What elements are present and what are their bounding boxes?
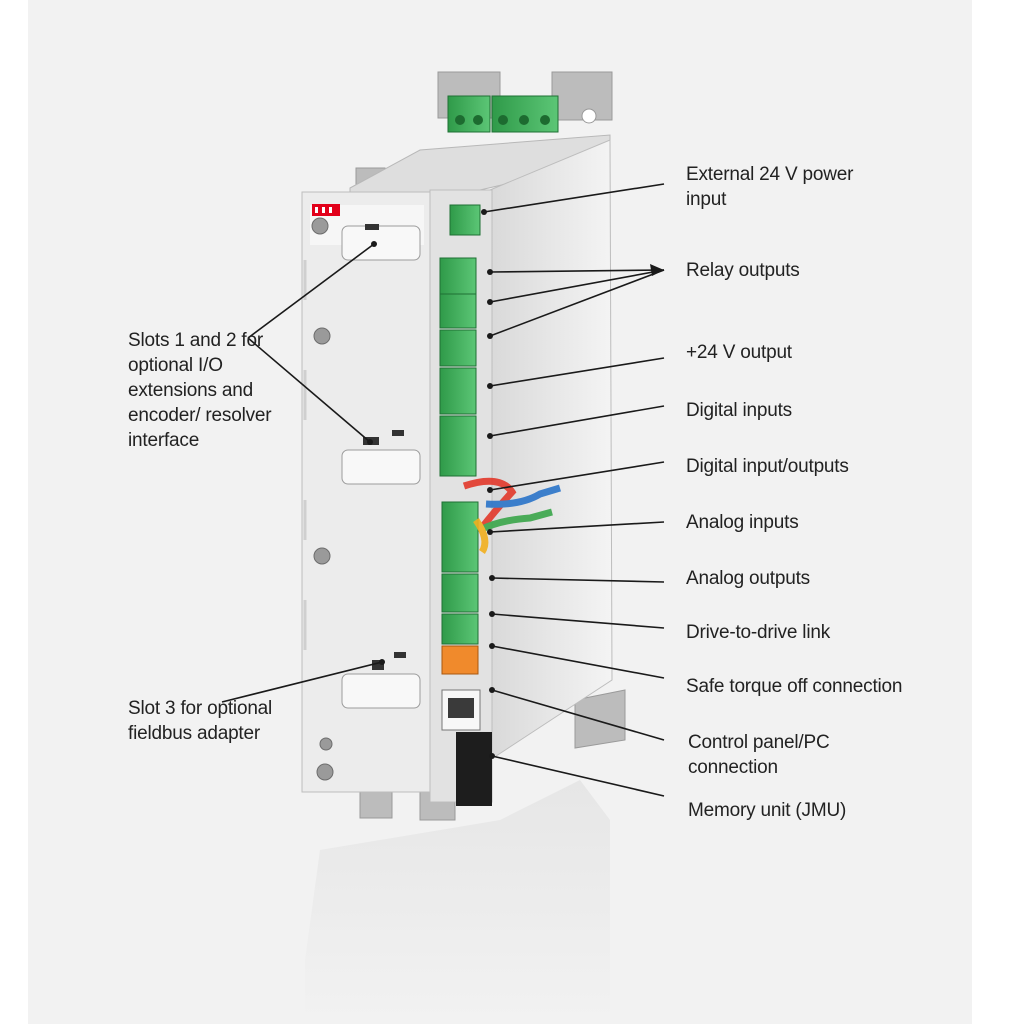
- abb-logo: [312, 204, 340, 216]
- callout-analog-inputs: Analog inputs: [686, 512, 799, 533]
- callout-sto: Safe torque off connection: [686, 676, 903, 697]
- rj45-socket: [448, 698, 474, 718]
- callout-slot-3: Slot 3 for optional fieldbus adapter: [128, 698, 273, 744]
- ext-24v-terminal: [449, 204, 481, 236]
- callout-ext-24v: External 24 V power input: [686, 164, 854, 210]
- memory-unit: [456, 732, 492, 806]
- bracket-hole: [581, 108, 597, 124]
- top-power-terminals: [447, 95, 559, 133]
- leader-lines: [221, 183, 665, 797]
- callout-digital-inputs: Digital inputs: [686, 400, 792, 421]
- callout-panel-connection: Control panel/PC connection: [688, 732, 830, 778]
- callout-digital-io: Digital input/outputs: [686, 456, 849, 477]
- callout-24v-output: +24 V output: [686, 342, 792, 363]
- callout-analog-outputs: Analog outputs: [686, 568, 810, 589]
- side-panel: [489, 139, 613, 761]
- io-terminal-lower: [441, 501, 479, 645]
- floor-reflection: [305, 780, 610, 1024]
- callout-drive-to-drive: Drive-to-drive link: [686, 622, 831, 643]
- sto-terminal: [441, 645, 479, 675]
- callout-slots-1-2: Slots 1 and 2 for optional I/O extension…: [128, 330, 272, 451]
- io-terminal-upper: [439, 257, 477, 477]
- slot-1: [341, 224, 421, 261]
- screws: [311, 217, 334, 781]
- watermark-logo: [462, 477, 562, 554]
- slot-3: [341, 652, 421, 709]
- callout-relay-outputs: Relay outputs: [686, 260, 800, 281]
- leader-arrowheads: [367, 209, 664, 759]
- callout-memory-unit: Memory unit (JMU): [688, 800, 847, 821]
